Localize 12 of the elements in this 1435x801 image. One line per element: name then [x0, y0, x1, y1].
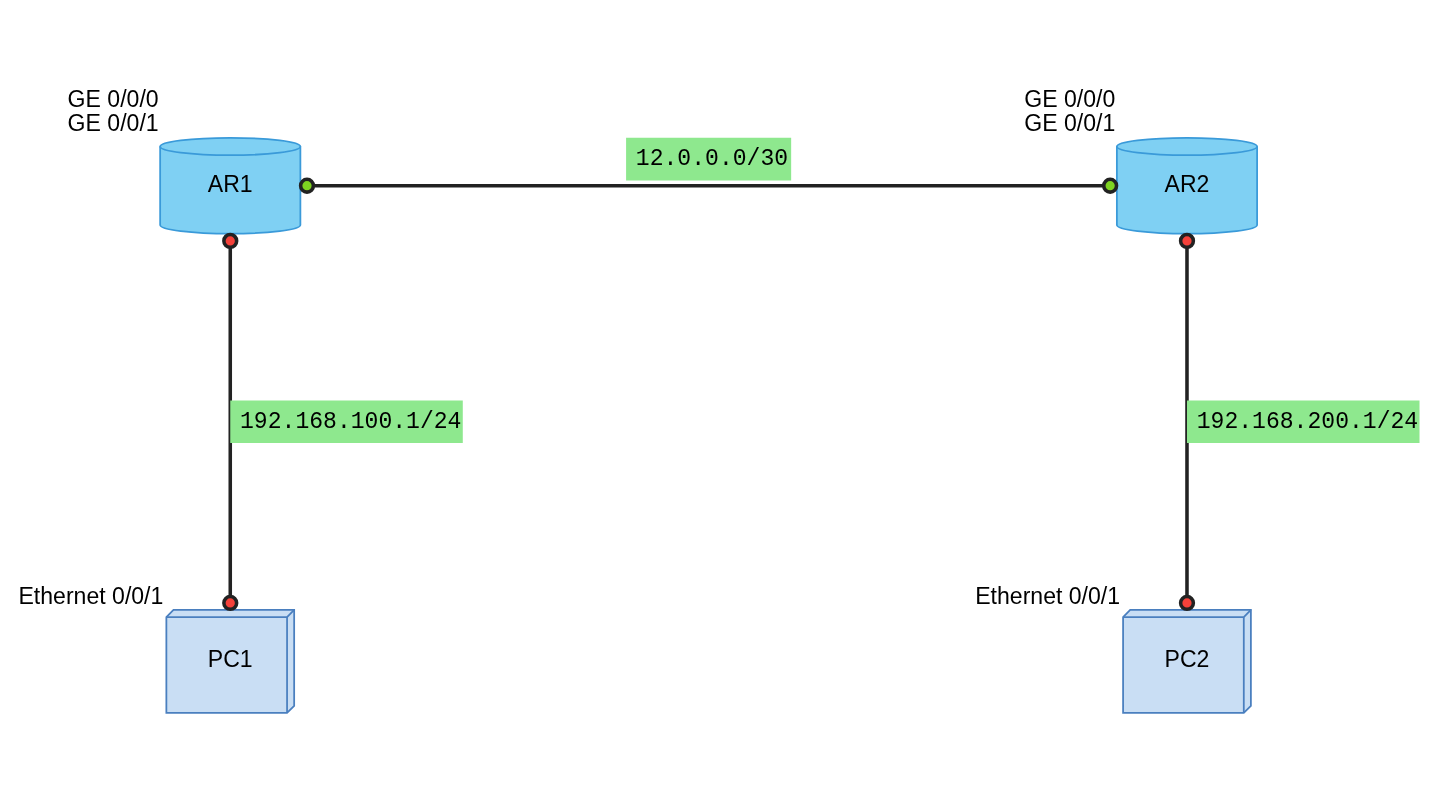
node-label: Ethernet 0/0/1: [975, 582, 1121, 609]
node-label: GE 0/0/1: [67, 110, 159, 137]
edge-label: 192.168.200.1/24: [1196, 408, 1419, 435]
connector: [1178, 232, 1196, 612]
edge-label: 192.168.100.1/24: [240, 408, 462, 435]
edge-label: 12.0.0.0/30: [635, 146, 789, 173]
connector: [298, 177, 1119, 194]
connector: [222, 232, 239, 612]
node-label: GE 0/0/0: [1024, 85, 1116, 112]
node-label: GE 0/0/1: [1024, 110, 1116, 137]
node-label: Ethernet 0/0/1: [18, 582, 164, 609]
node-label: GE 0/0/0: [67, 85, 159, 112]
